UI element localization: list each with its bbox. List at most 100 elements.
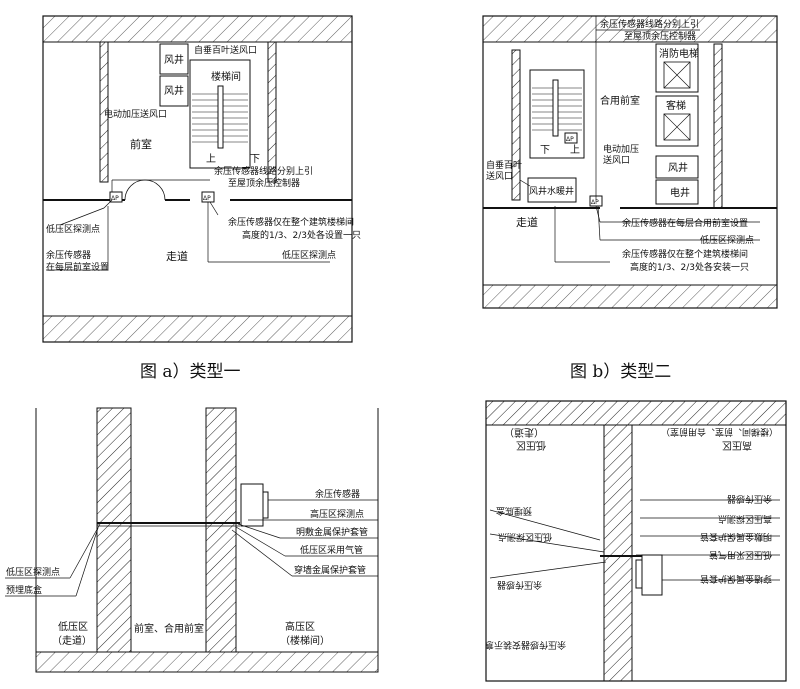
panel-a-up-label: 上 xyxy=(206,153,216,165)
panel-b-sensor-line-1: 余压传感器线路分别上引 xyxy=(600,18,699,30)
panel-b-right-column xyxy=(713,43,723,209)
panel-a-air-shaft-2 xyxy=(159,75,189,107)
panel-c-low-probe-label: 低压区探测点 xyxy=(6,566,60,578)
caption-b: 图 b）类型二 xyxy=(570,362,671,382)
panel-b-hvac-shaft xyxy=(527,177,577,203)
panel-a-stair-sensor-1: 余压传感器仅在整个建筑楼梯间 xyxy=(228,216,354,228)
panel-c-high-zone-1: 高压区 xyxy=(285,620,315,633)
panel-b-up-label: 上 xyxy=(570,144,580,156)
panel-a-corridor-label: 走道 xyxy=(166,249,188,263)
panel-b-low-probe: 低压区探测点 xyxy=(700,234,754,246)
panel-a-sensor-line-2: 至屋顶余压控制器 xyxy=(228,177,300,189)
panel-b-sensor-bottom-dp: ΔP xyxy=(591,199,599,206)
panel-c-anteroom-label: 前室、合用前室 xyxy=(134,622,204,635)
panel-b-left-column xyxy=(511,49,521,201)
panel-a-anteroom-label: 前室 xyxy=(130,137,152,151)
panel-b-sensor-top xyxy=(564,132,578,144)
panel-b-fire-elevator xyxy=(655,43,699,93)
panel-c-low-zone-2: （走道） xyxy=(52,634,92,647)
panel-b-electric-vent-2: 送风口 xyxy=(603,154,630,166)
panel-d-rotated-labels: 高压区 （楼梯间、前室、合用前室） 低压区 （走道） 余压传感器 高压区探测点 … xyxy=(485,426,778,651)
panel-d-top-wall xyxy=(485,400,787,426)
panel-a-bottom-wall xyxy=(42,315,353,343)
panel-d-zone-left-2: （走道） xyxy=(504,426,544,439)
panel-a-sensor-note-1: 余压传感器 xyxy=(46,249,91,261)
panel-c: 余压传感器 高压区探测点 明敷金属保护套管 低压区采用气管 穿墙金属保护套管 低… xyxy=(5,407,379,673)
panel-a-leaders xyxy=(46,179,330,271)
panel-b-corridor-label: 走道 xyxy=(516,215,538,229)
panel-a-vent-top-label: 自垂百叶送风口 xyxy=(194,44,257,56)
panel-b-anteroom-sensor: 余压传感器在每层合用前室设置 xyxy=(622,217,748,229)
panel-d-zone-right-2: （楼梯间、前室、合用前室） xyxy=(661,426,778,438)
panel-b-elec-shaft-label: 电井 xyxy=(670,186,690,199)
panel-b-air-shaft-right-label: 风井 xyxy=(668,161,688,174)
panel-b-stair-sensor-1: 余压传感器仅在整个建筑楼梯间 xyxy=(622,248,748,260)
panel-a-sensor-line-1: 余压传感器线路分别上引 xyxy=(214,165,313,177)
panel-a-sensor-left-dp: ΔP xyxy=(111,195,119,202)
panel-c-low-tube-label: 低压区采用气管 xyxy=(300,544,363,556)
panel-c-floor xyxy=(35,651,379,673)
panel-a-low-probe-left: 低压区探测点 xyxy=(46,223,100,235)
panel-b-down-label: 下 xyxy=(540,145,550,156)
panel-d-r2: 高压区探测点 xyxy=(718,513,772,525)
panel-a-stair-rail xyxy=(217,85,224,149)
panel-c-wall-left xyxy=(96,407,132,653)
panel-c-sensor-label: 余压传感器 xyxy=(315,488,360,500)
panel-b-stair-rail xyxy=(552,79,559,137)
panel-c-wall-right xyxy=(205,407,237,653)
panel-a-stairwell xyxy=(189,59,251,169)
panel-b-passenger-elevator-label: 客梯 xyxy=(666,99,686,112)
panel-b-vent-1: 自垂百叶 xyxy=(486,159,522,171)
panel-a-air-shaft-1-label: 风井 xyxy=(164,53,184,66)
caption-a: 图 a）类型一 xyxy=(140,362,241,382)
panel-c-low-zone-1: 低压区 xyxy=(58,620,88,633)
panel-b-air-shaft-right xyxy=(655,155,699,179)
panel-a-left-wall xyxy=(99,41,109,183)
panel-a-down-label: 下 xyxy=(250,154,260,165)
panel-d-sensor-box xyxy=(641,554,663,596)
panel-b-elec-shaft xyxy=(655,179,699,205)
panel-b-sensor-top-dp: ΔP xyxy=(566,136,574,143)
panel-b-fire-elevator-label: 消防电梯 xyxy=(659,47,699,60)
panel-a-door-arc-1 xyxy=(124,179,146,201)
panel-d-l4: 余压传感器安装示意 xyxy=(485,639,566,651)
panel-a-air-shaft-2-label: 风井 xyxy=(164,84,184,97)
panel-b-bottom-wall xyxy=(482,284,778,309)
panel-d-wall-column xyxy=(603,424,633,682)
panel-b-electric-vent-1: 电动加压 xyxy=(603,143,639,155)
panel-c-high-zone-2: （楼梯间） xyxy=(280,634,330,647)
panel-b-passenger-elevator xyxy=(655,95,699,147)
panel-b-top-wall xyxy=(482,15,778,43)
panel-a-electric-vent-label: 电动加压送风口 xyxy=(104,108,167,120)
panel-d-r5: 穿墙金属保护套管 xyxy=(700,573,772,585)
panel-d-leaders xyxy=(489,499,780,581)
panel-a-air-shaft-1 xyxy=(159,43,189,75)
panel-d-zone-right-1: 高压区 xyxy=(722,439,752,452)
panel-c-wall-sleeve-label: 穿墙金属保护套管 xyxy=(294,564,366,576)
panel-b-stairwell xyxy=(529,69,585,159)
panel-d-r4: 低压区采用气管 xyxy=(709,549,772,561)
panel-b-sensor-line-2: 至屋顶余压控制器 xyxy=(624,30,696,42)
panel-a: 风井 风井 楼梯间 上 下 自垂百叶送风口 电动加压送风口 前室 余压传感器线路… xyxy=(42,15,361,343)
panel-b-vent-2: 送风口 xyxy=(486,170,513,182)
panel-b-combined-anteroom-label: 合用前室 xyxy=(600,94,640,107)
panel-a-stairwell-label: 楼梯间 xyxy=(211,70,241,83)
panel-c-leaders xyxy=(5,499,378,597)
panel-b-hvac-shaft-label: 风井水暖井 xyxy=(529,185,574,197)
panel-d: 高压区 （楼梯间、前室、合用前室） 低压区 （走道） 余压传感器 高压区探测点 … xyxy=(485,400,787,682)
panel-c-high-probe-label: 高压区探测点 xyxy=(310,508,364,520)
panel-a-right-wall xyxy=(267,41,277,183)
panel-d-l3: 余压传感器 xyxy=(497,579,542,591)
panel-d-zone-left-1: 低压区 xyxy=(516,439,546,452)
panel-c-conduit-label: 明敷金属保护套管 xyxy=(296,526,368,538)
panel-a-top-wall xyxy=(42,15,353,43)
panel-b-stair-sensor-2: 高度的1/3、2/3处各安装一只 xyxy=(630,261,749,273)
panel-a-stair-sensor-2: 高度的1/3、2/3处各设置一只 xyxy=(242,229,361,241)
panel-d-l2: 低压区探测点 xyxy=(498,531,552,543)
panel-c-box-label: 预埋底盒 xyxy=(6,584,42,596)
panel-a-frame xyxy=(42,15,353,343)
panel-d-r1: 余压传感器 xyxy=(727,493,772,505)
panel-b-leaders xyxy=(519,16,760,263)
panel-a-sensor-right-dp: ΔP xyxy=(203,195,211,202)
